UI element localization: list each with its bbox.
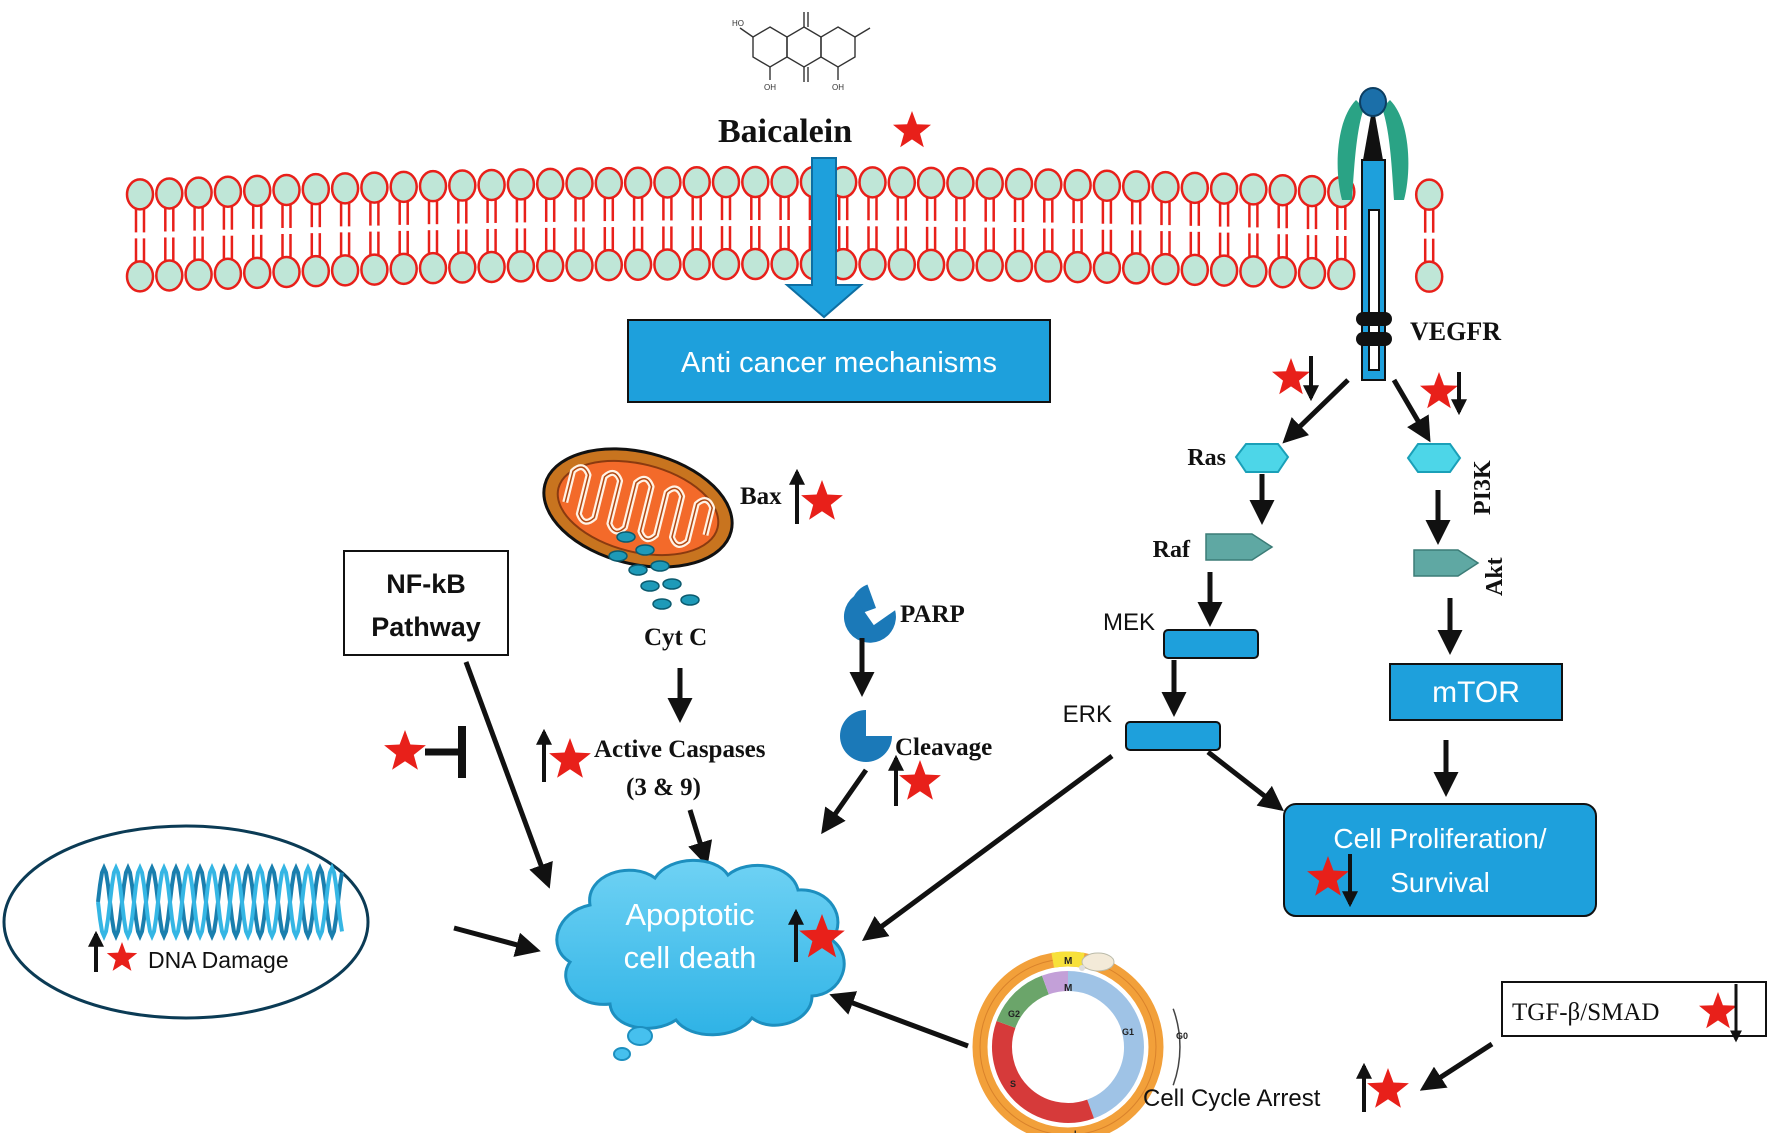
cell-cycle-phase-label: G2 [1008,1009,1020,1019]
cell-cycle-arrest-label: Cell Cycle Arrest [1143,1085,1321,1112]
star-icon [893,111,931,148]
cell-cycle-phase-label: G0 [1176,1031,1188,1041]
raf-node [1205,533,1274,561]
nfkb-apoptosis-arrow [463,661,553,889]
mol-oh-label-a: OH [764,83,776,92]
cleavage-apoptosis-arrow [821,768,869,835]
cell-proliferation-box: Cell Proliferation/ Survival [1283,803,1597,917]
tgf-smad-label: TGF-β/SMAD [1512,999,1659,1026]
anticancer-label: Anti cancer mechanisms [681,347,997,379]
mtor-box: mTOR [1389,663,1563,721]
star-icon [1420,372,1458,409]
erk-label: ERK [1063,701,1112,728]
prolif-label-line2: Survival [1390,867,1490,898]
star-icon [384,730,426,770]
star-icon [899,760,941,800]
cell-cycle-phase-label: I [1074,1129,1077,1133]
caspases-label-line2: (3 & 9) [626,774,701,801]
cell-membrane [125,165,1444,293]
caspases-label-line1: Active Caspases [594,736,766,763]
cell-cycle-phase-label: M [1064,983,1072,994]
mek-node [1163,629,1259,659]
parp-icon-shape [843,596,896,643]
nfkb-label-line2: Pathway [371,612,481,642]
pi3k-label: PI3K [1470,460,1496,515]
pi3k-node [1406,443,1462,473]
erk-proliferation-arrow [1206,750,1284,812]
raf-label: Raf [1153,537,1191,563]
vegfr-branch-arrows [1282,378,1431,444]
baicalein-title: Baicalein [718,113,852,150]
star-icon [799,914,845,958]
parp-label: PARP [900,601,965,628]
akt-label: Akt [1482,557,1508,596]
apoptotic-label-line2: cell death [624,940,757,975]
cell-cycle-phase-label: G1 [1122,1027,1134,1037]
star-icon [1699,992,1737,1029]
star-icon [549,738,591,778]
anticancer-mechanisms-box: Anti cancer mechanisms [627,319,1051,403]
tgf-cellcycle-arrow [1419,1041,1494,1091]
star-icon [1307,856,1349,896]
erk-node [1125,721,1221,751]
cell-cycle-phase-label: M [1064,956,1072,967]
dna-apoptosis-arrow [453,925,541,957]
ras-label: Ras [1187,445,1226,471]
dna-helix-icon [96,862,344,942]
mek-label: MEK [1103,609,1155,636]
cleavage-label: Cleavage [895,734,992,761]
mtor-label: mTOR [1432,676,1520,709]
cytc-label: Cyt C [644,624,707,651]
erk-apoptosis-arrow [861,753,1114,941]
nfkb-pathway-box: NF-kB Pathway [343,550,509,656]
inhibition-bar-icon [425,726,466,778]
baicalein-entry-arrow [784,157,864,319]
star-icon [801,480,843,520]
mitochondrion-icon [542,447,734,569]
prolif-label-line1: Cell Proliferation/ [1333,823,1546,854]
star-icon [1272,358,1310,395]
cleaved-parp-icon [840,710,892,762]
mol-ho-label: HO [732,19,744,28]
ras-node [1234,443,1290,473]
apoptotic-label-line1: Apoptotic [625,897,754,932]
apoptotic-cell-death-cloud: Apoptotic cell death [555,858,846,1061]
star-icon [1367,1068,1409,1108]
vegfr-receptor [1337,87,1409,381]
akt-node [1413,549,1480,577]
mol-oh-label-b: OH [832,83,844,92]
dividing-cells-icon [1079,952,1115,972]
bax-label: Bax [740,483,782,510]
baicalein-molecule-structure [739,12,871,82]
cytochrome-c-particles [608,531,700,610]
caspase-apoptosis-arrow [687,809,713,867]
vegfr-label: VEGFR [1410,317,1501,346]
cell-cycle-phase-label: S [1010,1079,1016,1089]
cellcycle-apoptosis-arrow [829,991,969,1049]
nfkb-label-line1: NF-kB [386,569,466,599]
star-icon [106,942,138,971]
dna-damage-label: DNA Damage [148,947,289,973]
